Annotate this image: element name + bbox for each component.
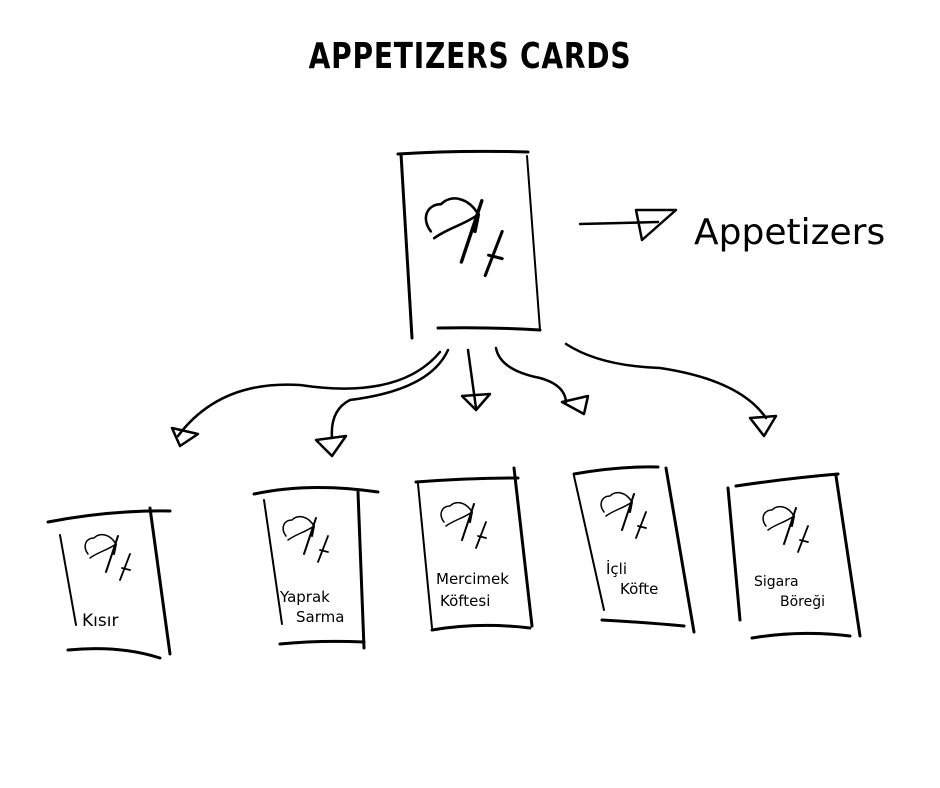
food-sketch-icon: [84, 533, 131, 581]
card-label: Kısır: [82, 611, 118, 631]
card-label-line2: Böreği: [780, 594, 825, 610]
page-title: APPETIZERS CARDS: [308, 36, 632, 77]
food-sketch-icon: [424, 196, 504, 278]
food-sketch-icon: [762, 505, 809, 553]
card-label-line1: Mercimek: [436, 570, 509, 588]
card-label-line1: Sigara: [754, 574, 799, 590]
root-arrow: [578, 208, 678, 242]
root-label: Appetizers: [694, 212, 885, 253]
food-sketch-icon: [600, 491, 647, 539]
card-mercimek-koftesi[interactable]: Mercimek Köftesi: [414, 466, 534, 632]
card-sigara-boregi[interactable]: Sigara Böreği: [726, 472, 862, 640]
food-sketch-icon: [440, 501, 487, 549]
card-label-line1: Yaprak: [279, 588, 330, 606]
card-kisir[interactable]: Kısır: [46, 506, 172, 660]
card-label-line2: Köftesi: [440, 592, 490, 610]
food-sketch-icon: [282, 515, 329, 563]
root-card[interactable]: [396, 149, 542, 340]
connector-arrows: [170, 342, 778, 458]
card-label-line2: Köfte: [620, 580, 658, 598]
card-label-line2: Sarma: [296, 608, 344, 626]
card-yaprak-sarma[interactable]: Yaprak Sarma: [252, 485, 380, 650]
card-icli-kofte[interactable]: İçli Köfte: [572, 465, 696, 634]
card-label-line1: İçli: [606, 559, 627, 578]
